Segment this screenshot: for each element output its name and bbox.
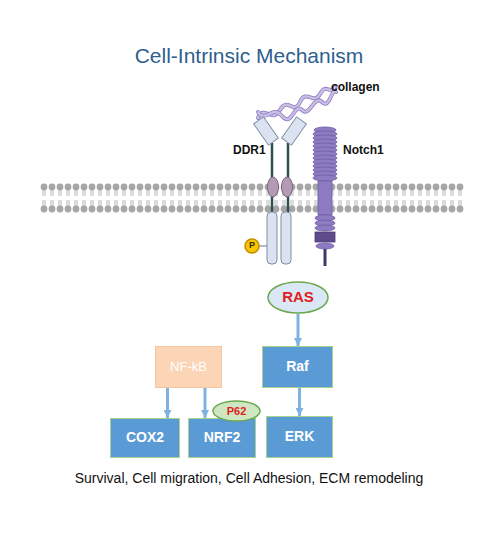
pathway-box: NRF2 [188, 418, 256, 458]
diagram-title: Cell-Intrinsic Mechanism [0, 44, 498, 68]
ras-oval: RAS [267, 281, 329, 314]
lipid-bilayer [40, 183, 464, 213]
pathway-box: NF-kB [155, 346, 222, 388]
oval-shape [213, 401, 260, 421]
signal-arrow [204, 388, 207, 418]
node-text: Raf [286, 359, 309, 374]
signal-arrow [166, 388, 169, 418]
node-text: P62 [227, 405, 247, 417]
oval-shape [268, 282, 328, 313]
signal-arrow [298, 388, 301, 416]
diagram-caption: Survival, Cell migration, Cell Adhesion,… [0, 470, 498, 486]
phospho-marker: P [244, 238, 260, 254]
node-text: ERK [285, 429, 315, 444]
node-text: P [249, 241, 255, 251]
node-text: COX2 [126, 430, 164, 445]
collagen-fiber [258, 86, 336, 119]
pathway-box: COX2 [110, 418, 180, 458]
pathway-box: Raf [262, 346, 333, 388]
node-text: NRF2 [204, 430, 241, 445]
notch1-receptor [313, 127, 337, 266]
signal-arrow [297, 314, 300, 346]
pathway-box: ERK [266, 416, 333, 458]
node-text: RAS [282, 289, 314, 306]
oval-shape [245, 239, 259, 253]
part-label: DDR1 [233, 143, 266, 157]
node-text: NF-kB [170, 360, 207, 374]
ddr1-receptor [254, 117, 307, 264]
part-label: Notch1 [343, 143, 384, 157]
p62-oval: P62 [212, 400, 261, 422]
part-label: collagen [331, 80, 380, 94]
